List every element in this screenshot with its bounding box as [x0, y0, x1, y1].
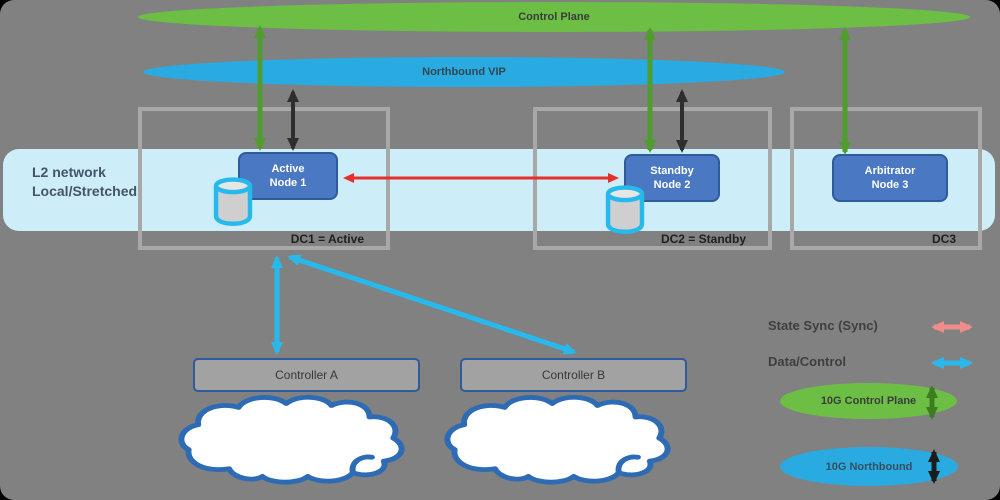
northbound-vip-label: Northbound VIP	[422, 66, 506, 78]
legend-10g-northbound-ellipse: 10G Northbound	[780, 447, 958, 486]
database-cylinder-icon	[213, 177, 253, 226]
dc1-label: DC1 = Active	[290, 232, 364, 246]
dc2-label: DC2 = Standby	[660, 232, 746, 246]
active-node-box: Active Node 1	[238, 152, 338, 200]
control-plane-ellipse: Control Plane	[138, 2, 970, 32]
data-control-arrow-controller-b	[287, 254, 577, 355]
database-cylinder-icon	[605, 185, 645, 234]
controller-a-box: Controller A	[193, 358, 420, 392]
l2-network-band	[3, 149, 995, 231]
arbitrator-node-box: Arbitrator Node 3	[832, 154, 948, 202]
dc3-label: DC3	[931, 232, 956, 246]
northbound-vip-ellipse: Northbound VIP	[143, 57, 785, 87]
cloud-icon	[444, 394, 671, 485]
legend-data-control-label: Data/Control	[768, 354, 846, 369]
dc3-box: DC3	[790, 107, 982, 250]
control-plane-label: Control Plane	[518, 11, 590, 23]
controller-b-box: Controller B	[460, 358, 687, 392]
legend-state-sync-label: State Sync (Sync)	[768, 318, 878, 333]
cloud-icon	[178, 394, 405, 485]
l2-network-label: L2 network Local/Stretched	[32, 164, 138, 199]
legend-10g-control-plane-ellipse: 10G Control Plane	[780, 383, 957, 419]
